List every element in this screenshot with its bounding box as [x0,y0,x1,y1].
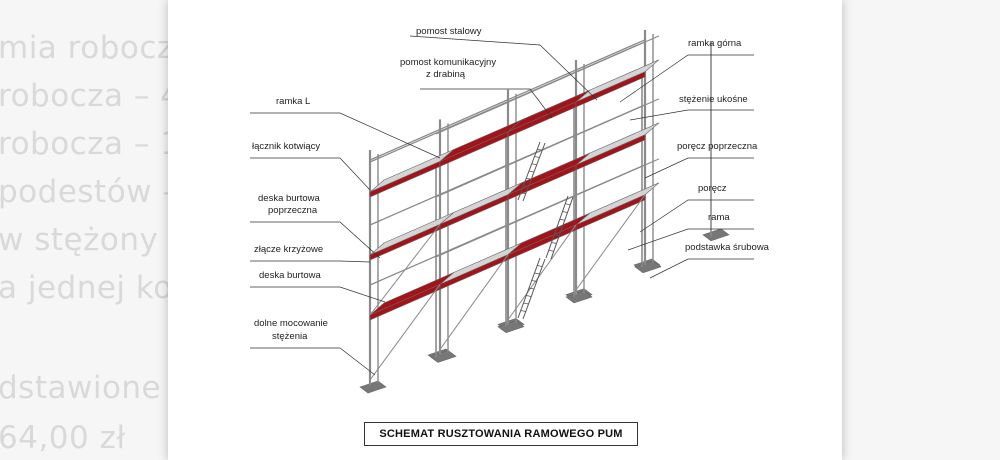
ladder-rung [520,310,526,312]
bg-line: mia robocz [0,30,174,66]
base-plate [565,290,593,304]
ladder-rung [526,295,532,297]
ladder-rung [548,249,554,252]
label-lacznik-kotwiacy: łącznik kotwiący [252,141,320,152]
ladder-rung [559,218,565,221]
label-dolne-mocowanie: dolne mocowanie [254,318,328,329]
leader-line [250,260,371,263]
ladder-rung [526,177,532,180]
leader-line [639,199,754,233]
base-plate [429,350,457,363]
ladder-rung [531,280,537,282]
toe-board [439,194,509,230]
guardrail-back [435,98,660,198]
label-ramka-l: ramka L [276,96,310,107]
diagram-title: SCHEMAT RUSZTOWANIA RAMOWEGO PUM [364,422,638,446]
label-podstawka-srubowa: podstawka śrubowa [685,242,770,253]
toe-board [575,134,646,171]
toe-board [439,254,509,290]
leader-line [250,112,441,159]
toe-board [507,101,577,138]
ladder-rung [523,185,529,187]
guardrail-back [435,158,660,258]
leader-line [619,54,754,103]
ladder-rung [551,242,557,244]
guardrail-back [435,35,660,135]
bg-line: w stężony [0,222,159,258]
label-stezenia: stężenia [272,331,308,342]
label-pomost-komunikacyjny: pomost komunikacyjny [400,57,496,68]
scaffold-diagram: pomost stalowy pomost komunikacyjny z dr… [250,26,770,394]
bg-line: dstawione [0,370,162,406]
leader-line [629,109,754,121]
ladder-rung [565,203,571,206]
label-deska-burtowa-poprzeczna: deska burtowa [258,193,321,204]
toe-board [439,131,509,167]
label-ramka-gorna: ramka górna [688,38,742,49]
label-poprzeczna: poprzeczna [268,205,318,216]
leader-line [420,88,553,119]
base-plate [702,228,730,242]
ladder-rung [534,272,540,275]
diagonal-brace [369,284,441,381]
toe-board [507,224,577,261]
bg-line: podestów – [0,174,179,210]
label-zlacze-krzyzowe: złącze krzyżowe [254,244,323,255]
base-plate [634,260,662,274]
bg-line: robocza – 1 [0,126,181,162]
bg-line: robocza – 4 [0,78,181,114]
leader-line [644,157,754,179]
ladder-rung [556,226,563,229]
ladder-rung [554,234,560,237]
label-leaders [250,35,754,376]
leader-line [649,258,754,279]
leader-line [250,286,386,303]
ladder-rung [531,163,537,166]
ladder-rung [534,156,540,158]
bg-line: a jednej ko [0,270,173,306]
label-pomost-stalowy: pomost stalowy [416,26,482,37]
toe-board [507,164,577,201]
toe-board [369,223,441,261]
diagonal-brace [507,224,577,320]
diagonal-brace [575,194,646,291]
ladder-rung [523,302,529,305]
top-rail [369,39,646,161]
ladder-rung [537,148,543,151]
leader-line [409,35,598,101]
ladder-rung [537,265,543,267]
ladder-rung [528,287,535,290]
bg-line: 64,00 zł [0,420,126,456]
toe-board [369,160,441,198]
label-z-drabina: z drabiną [426,69,466,80]
toe-board [575,194,646,231]
leader-line [250,221,381,259]
ladder-rung [520,192,526,195]
label-porecz: poręcz [698,183,727,194]
diagram-card: pomost stalowy pomost komunikacyjny z dr… [168,0,842,460]
diagonal-brace [369,224,441,316]
label-rama: rama [708,212,730,223]
leader-line [250,347,376,376]
scaffold-structure [359,29,730,394]
label-deska-burtowa: deska burtowa [259,270,322,281]
ladder-rung [528,170,535,173]
toe-board [575,71,646,108]
ladder-rung [562,211,568,213]
leader-line [627,228,754,251]
base-plate [497,320,525,334]
label-stezenie-ukosne: stężenie ukośne [679,94,748,105]
base-plate [359,380,387,394]
label-porecz-poprzeczna: poręcz poprzeczna [677,141,758,152]
leader-line [250,157,371,191]
diagonal-brace [439,254,509,350]
